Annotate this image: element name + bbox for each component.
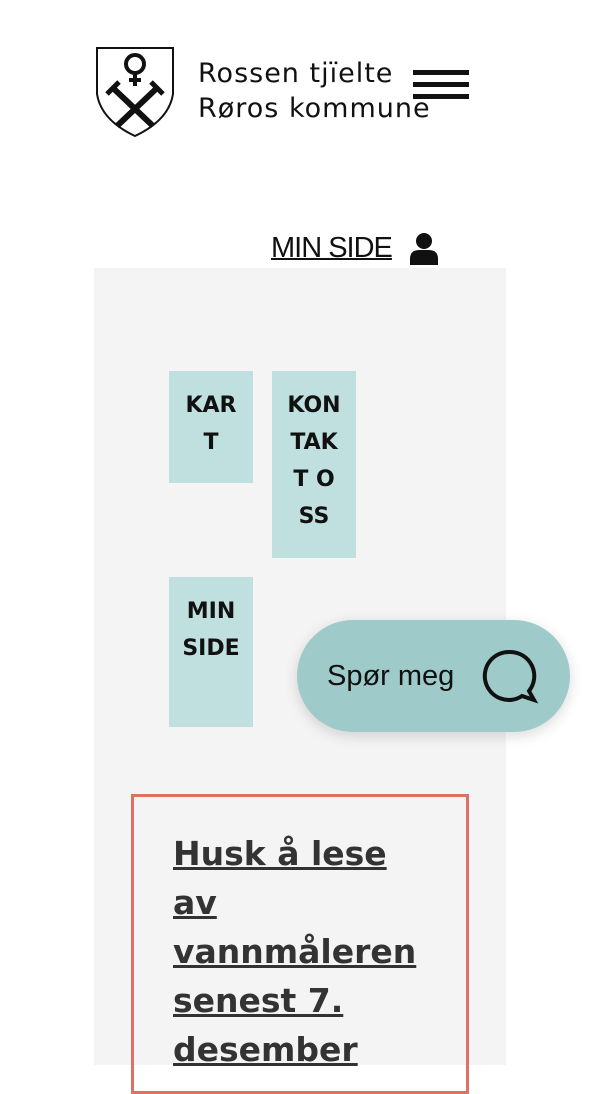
tile-kart[interactable]: KART	[169, 371, 253, 483]
min-side-link-container[interactable]: MIN SIDE	[271, 232, 438, 265]
tile-min-side[interactable]: MIN SIDE	[169, 577, 253, 727]
user-icon	[409, 232, 438, 265]
chat-bubble-icon	[483, 649, 539, 704]
hamburger-menu-icon[interactable]	[413, 70, 469, 104]
notice-box: Husk å lese av vannmåleren senest 7. des…	[131, 794, 469, 1094]
brand-line-2: Røros kommune	[198, 93, 431, 124]
chat-label: Spør meg	[327, 659, 455, 692]
tile-kontakt-oss[interactable]: KONTAKT OSS	[272, 371, 356, 558]
min-side-link[interactable]: MIN SIDE	[271, 232, 393, 264]
notice-link[interactable]: Husk å lese av vannmåleren senest 7. des…	[173, 834, 417, 1069]
municipality-name: Rossen tjïelte Røros kommune	[198, 56, 431, 126]
coat-of-arms-logo[interactable]	[95, 46, 175, 138]
chat-button[interactable]: Spør meg	[297, 620, 570, 732]
brand-line-1: Rossen tjïelte	[198, 58, 394, 89]
